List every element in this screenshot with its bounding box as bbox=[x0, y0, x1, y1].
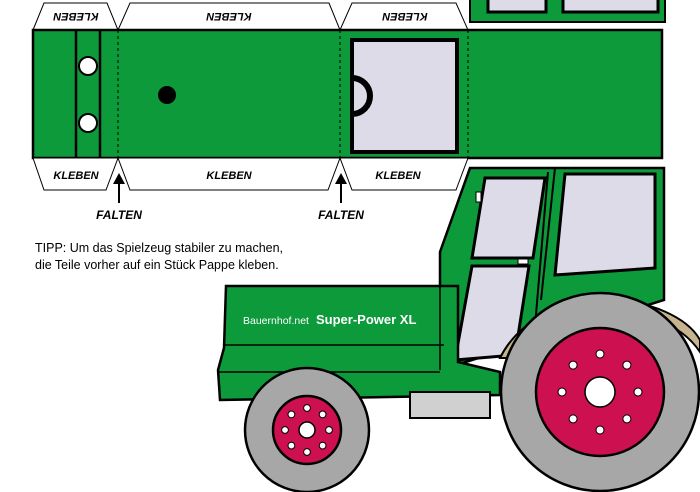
hinge bbox=[517, 258, 529, 265]
fold-arrow-left: FALTEN bbox=[96, 173, 142, 222]
model-label: Super-Power XL bbox=[316, 312, 416, 327]
tractor-illustration: Bauernhof.net Super-Power XL bbox=[216, 0, 700, 492]
arrow-up-icon bbox=[113, 173, 125, 184]
rivet-dot bbox=[78, 113, 98, 133]
side-window bbox=[350, 38, 459, 154]
roof-window bbox=[561, 0, 660, 14]
rivet-dot bbox=[78, 56, 98, 76]
bottom-flap-right bbox=[339, 157, 469, 191]
bottom-flap-right-label: KLEBEN bbox=[375, 170, 421, 182]
top-flap-right-label: KLEBEN bbox=[381, 10, 427, 22]
handle-dot bbox=[158, 86, 176, 104]
tip-line-2: die Teile vorher auf ein Stück Pappe kle… bbox=[35, 258, 279, 272]
bottom-flap-middle bbox=[117, 157, 341, 191]
cab-frame-line bbox=[540, 167, 556, 301]
cab-window-side bbox=[553, 172, 657, 277]
arrow-up-icon bbox=[335, 173, 347, 184]
front-wheel bbox=[243, 366, 371, 492]
tractor-step bbox=[409, 391, 491, 419]
window-handle bbox=[351, 75, 373, 117]
top-flap-left-label: KLEBEN bbox=[52, 10, 98, 22]
rear-wheel bbox=[499, 291, 700, 492]
strip-panel bbox=[31, 28, 664, 160]
tip-line-1: TIPP: Um das Spielzeug stabiler zu mache… bbox=[35, 241, 283, 255]
bottom-flap-left-label: KLEBEN bbox=[53, 170, 99, 182]
tractor-hood bbox=[216, 284, 502, 402]
hinge bbox=[475, 191, 482, 203]
top-flap-middle-label: KLEBEN bbox=[205, 10, 251, 22]
bottom-flap-middle-label: KLEBEN bbox=[206, 170, 252, 182]
fold-label-right: FALTEN bbox=[318, 208, 364, 222]
bottom-flap-left bbox=[32, 157, 119, 191]
brand-label: Bauernhof.net bbox=[243, 315, 309, 327]
fold-label-left: FALTEN bbox=[96, 208, 142, 222]
roof-window bbox=[486, 0, 548, 14]
cutout-strip: KLEBEN KLEBEN KLEBEN KLEBEN KLEBEN KLEBE… bbox=[31, 2, 664, 191]
cab-window-front bbox=[470, 176, 547, 260]
fold-arrow-right: FALTEN bbox=[318, 173, 364, 222]
